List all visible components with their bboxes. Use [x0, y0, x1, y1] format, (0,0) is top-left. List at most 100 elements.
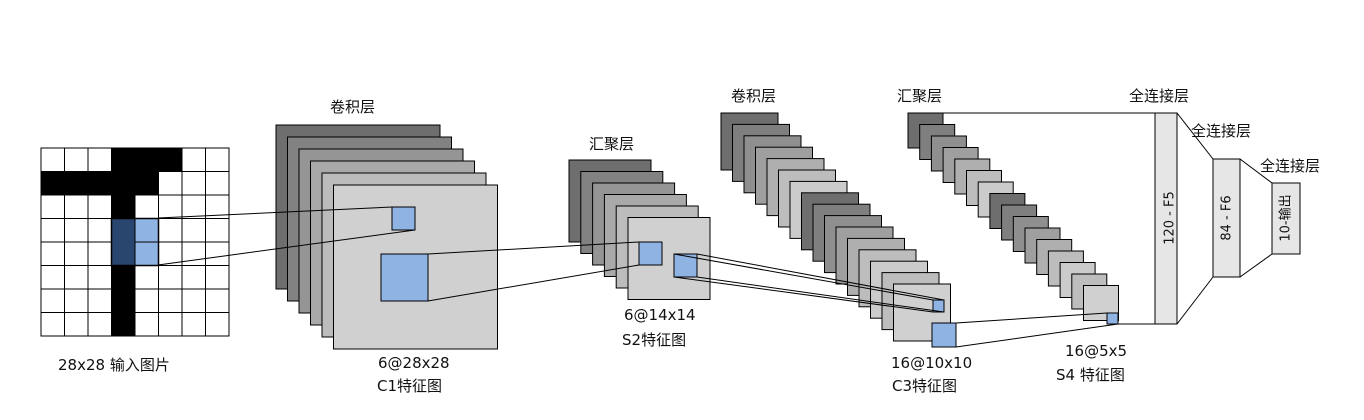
grid-cell: [40, 218, 65, 243]
fc-connection-line: [1176, 112, 1214, 160]
grid-cell: [158, 265, 183, 290]
connection-line: [696, 253, 945, 301]
connection-line: [955, 312, 1108, 324]
connection-line: [157, 229, 416, 266]
grid-cell: [111, 147, 136, 172]
s2-caption-size: 6@14x14: [624, 306, 696, 324]
f5-text: 120 - F5: [1163, 191, 1178, 245]
receptive-field-dark: [111, 218, 136, 266]
grid-cell: [158, 312, 183, 337]
connection-line: [673, 276, 934, 313]
grid-cell: [205, 312, 230, 337]
grid-cell: [111, 171, 136, 196]
grid-cell: [40, 265, 65, 290]
grid-cell: [134, 312, 159, 337]
grid-cell: [64, 218, 89, 243]
grid-cell: [205, 241, 230, 266]
grid-cell: [64, 241, 89, 266]
grid-cell: [40, 312, 65, 337]
grid-cell: [64, 288, 89, 313]
grid-cell: [134, 288, 159, 313]
s2-top-label: 汇聚层: [589, 135, 634, 153]
f5-top-label: 全连接层: [1129, 87, 1189, 105]
grid-cell: [87, 147, 112, 172]
grid-cell: [205, 265, 230, 290]
grid-cell: [205, 147, 230, 172]
c1-feature-map-stack: [275, 124, 498, 350]
grid-cell: [40, 171, 65, 196]
grid-cell: [181, 241, 206, 266]
s4-feature-map-stack: [907, 112, 1119, 321]
f6-bar: [1212, 158, 1241, 278]
s2-patch-right: [673, 253, 698, 278]
grid-cell: [64, 265, 89, 290]
c3-caption-name: C3特征图: [892, 377, 957, 395]
c3-feature-map-stack: [720, 112, 951, 342]
grid-cell: [134, 147, 159, 172]
grid-cell: [87, 288, 112, 313]
grid-cell: [111, 265, 136, 290]
grid-cell: [134, 218, 159, 243]
grid-cell: [111, 288, 136, 313]
grid-cell: [158, 194, 183, 219]
s4-top-label: 汇聚层: [897, 87, 942, 105]
c3-patch-small: [932, 299, 945, 313]
f6-top-label: 全连接层: [1191, 122, 1251, 140]
connection-line: [955, 323, 1119, 348]
grid-cell: [181, 194, 206, 219]
grid-cell: [87, 171, 112, 196]
receptive-field-outline: [110, 217, 160, 267]
grid-cell: [134, 265, 159, 290]
c3-top-label: 卷积层: [731, 87, 776, 105]
grid-cell: [87, 312, 112, 337]
c1-top-label: 卷积层: [330, 98, 375, 116]
c3-patch-large: [931, 322, 957, 348]
grid-cell: [64, 147, 89, 172]
grid-cell: [158, 288, 183, 313]
grid-cell: [111, 312, 136, 337]
grid-cell: [134, 241, 159, 266]
s2-patch-left: [638, 241, 663, 266]
fc-connection-line: [1176, 276, 1214, 325]
s4-caption-size: 16@5x5: [1065, 342, 1127, 360]
fc-connection-line: [1239, 253, 1273, 278]
c1-caption-size: 6@28x28: [378, 354, 450, 372]
grid-cell: [181, 265, 206, 290]
connection-line: [696, 276, 945, 313]
grid-cell: [87, 241, 112, 266]
s4-patch: [1106, 312, 1119, 325]
grid-cell: [64, 194, 89, 219]
connection-line: [427, 264, 640, 302]
grid-cell: [40, 147, 65, 172]
c1-caption-name: C1特征图: [377, 377, 442, 395]
output-bar: [1271, 182, 1301, 255]
grid-cell: [40, 194, 65, 219]
grid-cell: [87, 265, 112, 290]
fully-connected-layers: [1154, 112, 1301, 325]
grid-cell: [158, 171, 183, 196]
input-caption: 28x28 输入图片: [58, 356, 170, 374]
grid-cell: [40, 241, 65, 266]
f6-text: 84 - F6: [1220, 195, 1235, 240]
grid-cell: [181, 147, 206, 172]
grid-cell: [64, 171, 89, 196]
grid-cell: [40, 288, 65, 313]
grid-cell: [64, 312, 89, 337]
grid-cell: [158, 147, 183, 172]
grid-cell: [205, 288, 230, 313]
out-top-label: 全连接层: [1260, 157, 1320, 175]
out-text: 10-输出: [1278, 194, 1294, 241]
connection-line: [673, 253, 934, 301]
connection-line: [157, 206, 393, 219]
fc-connection-line: [1239, 158, 1273, 184]
s2-caption-name: S2特征图: [622, 331, 686, 349]
grid-cell: [158, 218, 183, 243]
grid-cell: [134, 171, 159, 196]
f5-bar: [1154, 112, 1178, 325]
grid-cell: [181, 312, 206, 337]
grid-cell: [181, 218, 206, 243]
c1-patch-large: [380, 253, 429, 302]
s4-caption-name: S4 特征图: [1056, 366, 1125, 384]
grid-cell: [87, 194, 112, 219]
